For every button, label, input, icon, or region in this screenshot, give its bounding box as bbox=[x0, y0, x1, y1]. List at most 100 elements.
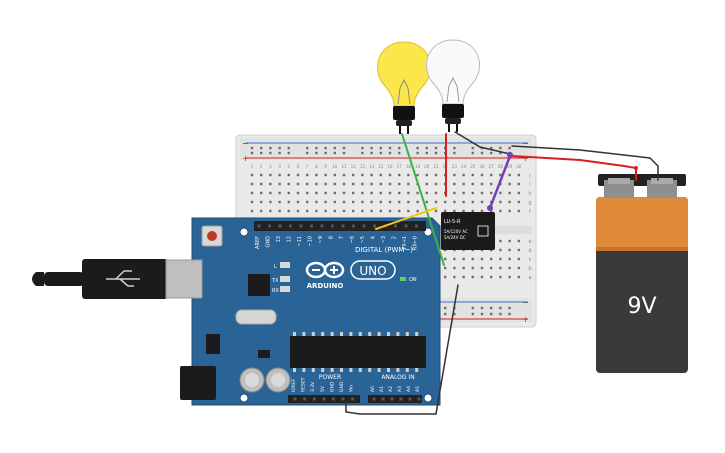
breadboard-hole[interactable] bbox=[508, 275, 511, 279]
breadboard-hole[interactable] bbox=[296, 191, 300, 195]
breadboard-hole[interactable] bbox=[388, 173, 392, 177]
breadboard-hole[interactable] bbox=[517, 239, 520, 243]
light-bulb-off[interactable] bbox=[425, 39, 481, 132]
breadboard-hole[interactable] bbox=[499, 248, 502, 252]
breadboard-hole[interactable] bbox=[278, 173, 281, 177]
breadboard-hole[interactable] bbox=[407, 173, 410, 177]
breadboard-hole[interactable] bbox=[306, 173, 309, 177]
breadboard-hole[interactable] bbox=[425, 173, 428, 177]
breadboard-hole[interactable] bbox=[407, 200, 410, 204]
breadboard-hole[interactable] bbox=[269, 151, 272, 155]
breadboard-hole[interactable] bbox=[416, 200, 419, 204]
breadboard-hole[interactable] bbox=[287, 146, 290, 150]
breadboard-hole[interactable] bbox=[462, 209, 465, 213]
breadboard-hole[interactable] bbox=[352, 209, 355, 213]
power-pin-hole[interactable] bbox=[303, 397, 307, 401]
breadboard-hole[interactable] bbox=[388, 151, 392, 155]
breadboard-hole[interactable] bbox=[508, 248, 511, 252]
analog-pin-hole[interactable] bbox=[417, 397, 421, 401]
breadboard-hole[interactable] bbox=[287, 200, 290, 204]
breadboard-hole[interactable] bbox=[315, 182, 318, 186]
breadboard-hole[interactable] bbox=[388, 146, 392, 150]
breadboard-hole[interactable] bbox=[499, 191, 502, 195]
breadboard-hole[interactable] bbox=[361, 146, 364, 150]
breadboard-hole[interactable] bbox=[434, 146, 438, 150]
breadboard-hole[interactable] bbox=[278, 182, 281, 186]
breadboard-hole[interactable] bbox=[324, 209, 327, 213]
breadboard-hole[interactable] bbox=[508, 306, 511, 310]
breadboard-hole[interactable] bbox=[287, 151, 290, 155]
breadboard-hole[interactable] bbox=[499, 173, 502, 177]
breadboard-hole[interactable] bbox=[324, 151, 327, 155]
breadboard-hole[interactable] bbox=[278, 200, 281, 204]
digital-pin-hole[interactable] bbox=[320, 224, 324, 228]
breadboard-hole[interactable] bbox=[444, 257, 447, 261]
breadboard-hole[interactable] bbox=[444, 312, 447, 316]
breadboard-hole[interactable] bbox=[407, 209, 410, 213]
breadboard-hole[interactable] bbox=[425, 191, 428, 195]
breadboard-hole[interactable] bbox=[287, 209, 290, 213]
breadboard-hole[interactable] bbox=[453, 200, 456, 204]
breadboard-hole[interactable] bbox=[517, 266, 520, 270]
breadboard-hole[interactable] bbox=[425, 182, 428, 186]
breadboard-hole[interactable] bbox=[499, 200, 502, 204]
digital-pin-hole[interactable] bbox=[299, 224, 303, 228]
breadboard-hole[interactable] bbox=[480, 257, 484, 261]
breadboard-hole[interactable] bbox=[425, 146, 428, 150]
breadboard-hole[interactable] bbox=[361, 182, 364, 186]
breadboard-hole[interactable] bbox=[444, 275, 447, 279]
breadboard-hole[interactable] bbox=[517, 200, 520, 204]
breadboard-hole[interactable] bbox=[517, 209, 520, 213]
breadboard-hole[interactable] bbox=[425, 151, 428, 155]
breadboard-hole[interactable] bbox=[379, 182, 382, 186]
breadboard-hole[interactable] bbox=[508, 146, 511, 150]
breadboard-hole[interactable] bbox=[306, 200, 309, 204]
digital-pin-hole[interactable] bbox=[373, 224, 376, 228]
breadboard-hole[interactable] bbox=[490, 173, 493, 177]
breadboard-hole[interactable] bbox=[361, 191, 364, 195]
breadboard-hole[interactable] bbox=[324, 146, 327, 150]
breadboard-hole[interactable] bbox=[480, 200, 484, 204]
breadboard-hole[interactable] bbox=[260, 191, 263, 195]
breadboard-hole[interactable] bbox=[480, 173, 484, 177]
light-bulb-on[interactable] bbox=[376, 41, 432, 134]
breadboard-hole[interactable] bbox=[471, 266, 474, 270]
breadboard-hole[interactable] bbox=[352, 200, 355, 204]
breadboard-hole[interactable] bbox=[517, 275, 520, 279]
breadboard-hole[interactable] bbox=[342, 209, 346, 213]
power-pin-hole[interactable] bbox=[322, 397, 326, 401]
breadboard-hole[interactable] bbox=[471, 146, 474, 150]
breadboard-hole[interactable] bbox=[425, 200, 428, 204]
breadboard-hole[interactable] bbox=[388, 191, 392, 195]
breadboard-hole[interactable] bbox=[260, 146, 263, 150]
wire-black-battery[interactable] bbox=[511, 145, 659, 181]
breadboard-hole[interactable] bbox=[508, 209, 511, 213]
breadboard-hole[interactable] bbox=[499, 275, 502, 279]
breadboard-hole[interactable] bbox=[490, 182, 493, 186]
breadboard-hole[interactable] bbox=[471, 257, 474, 261]
wire-yellow[interactable] bbox=[375, 207, 437, 230]
breadboard-hole[interactable] bbox=[434, 191, 438, 195]
breadboard-hole[interactable] bbox=[306, 191, 309, 195]
breadboard-hole[interactable] bbox=[453, 209, 456, 213]
breadboard-hole[interactable] bbox=[434, 200, 438, 204]
breadboard-hole[interactable] bbox=[517, 173, 520, 177]
breadboard-hole[interactable] bbox=[269, 146, 272, 150]
breadboard-hole[interactable] bbox=[250, 191, 254, 195]
breadboard-hole[interactable] bbox=[361, 173, 364, 177]
breadboard-hole[interactable] bbox=[398, 200, 401, 204]
breadboard-hole[interactable] bbox=[453, 191, 456, 195]
breadboard-hole[interactable] bbox=[315, 200, 318, 204]
breadboard-hole[interactable] bbox=[407, 191, 410, 195]
breadboard-hole[interactable] bbox=[490, 146, 493, 150]
breadboard-hole[interactable] bbox=[250, 209, 254, 213]
breadboard-hole[interactable] bbox=[370, 173, 373, 177]
breadboard-hole[interactable] bbox=[250, 200, 254, 204]
breadboard-hole[interactable] bbox=[499, 209, 502, 213]
breadboard-hole[interactable] bbox=[508, 312, 511, 316]
battery-9v[interactable]: 9V bbox=[596, 174, 688, 373]
breadboard-hole[interactable] bbox=[517, 257, 520, 261]
digital-pin-hole[interactable] bbox=[415, 224, 418, 228]
breadboard-hole[interactable] bbox=[508, 257, 511, 261]
analog-pin-hole[interactable] bbox=[408, 397, 412, 401]
